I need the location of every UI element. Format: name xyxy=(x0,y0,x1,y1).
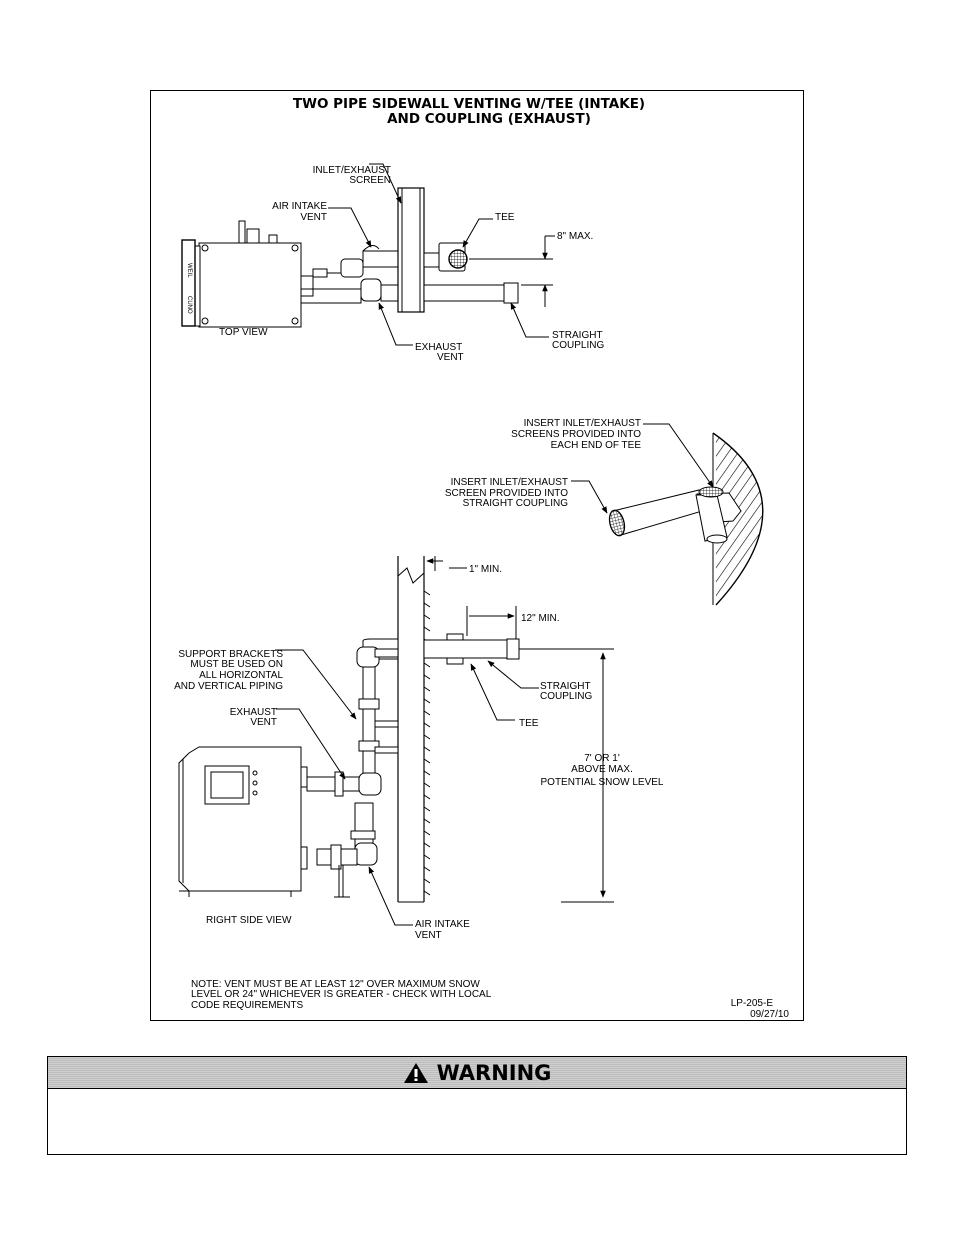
top-view-drawing: WEIL CUNO xyxy=(181,163,555,346)
label-tee-top: TEE xyxy=(495,212,515,223)
label-side-exhaust-vent-1: EXHAUST xyxy=(230,707,277,718)
label-tee-screens-3: EACH END OF TEE xyxy=(551,440,642,451)
diagram-title-line1: TWO PIPE SIDEWALL VENTING W/TEE (INTAKE) xyxy=(293,96,645,112)
label-side-exhaust-vent-2: VENT xyxy=(250,717,277,728)
label-side-air-intake-vent-1: AIR INTAKE xyxy=(415,919,470,930)
label-side-air-intake-vent-2: VENT xyxy=(415,930,442,941)
label-tee-screens-2: SCREENS PROVIDED INTO xyxy=(511,429,641,440)
label-side-tee: TEE xyxy=(519,718,539,729)
label-side-straight-coupling-1: STRAIGHT xyxy=(540,681,591,692)
note-line-2: LEVEL OR 24" WHICHEVER IS GREATER - CHEC… xyxy=(191,989,492,1000)
warning-box: WARNING xyxy=(47,1056,907,1155)
label-exhaust-vent-1: EXHAUST xyxy=(415,342,462,353)
detail-perspective-drawing xyxy=(571,423,764,606)
label-8-max: 8" MAX. xyxy=(557,231,593,242)
label-right-side-view: RIGHT SIDE VIEW xyxy=(206,915,292,926)
label-side-straight-coupling-2: COUPLING xyxy=(540,691,592,702)
warning-body xyxy=(48,1089,906,1154)
label-12-min: 12" MIN. xyxy=(521,613,560,624)
note-line-1: NOTE: VENT MUST BE AT LEAST 12" OVER MAX… xyxy=(191,979,480,990)
label-air-intake-vent-2: VENT xyxy=(300,212,327,223)
warning-triangle-icon xyxy=(403,1062,428,1083)
label-inlet-exhaust-screen-1: INLET/EXHAUST xyxy=(313,165,391,176)
label-1-min: 1" MIN. xyxy=(469,564,502,575)
label-air-intake-vent-1: AIR INTAKE xyxy=(272,201,327,212)
label-support-brackets-3: ALL HORIZONTAL xyxy=(199,670,283,681)
label-straight-coupling-1: STRAIGHT xyxy=(552,330,603,341)
label-coupling-screen-2: SCREEN PROVIDED INTO xyxy=(445,488,568,499)
label-straight-coupling-2: COUPLING xyxy=(552,340,604,351)
label-coupling-screen-3: STRAIGHT COUPLING xyxy=(463,498,569,509)
venting-diagram-frame: TWO PIPE SIDEWALL VENTING W/TEE (INTAKE)… xyxy=(150,90,804,1021)
label-inlet-exhaust-screen-2: SCREEN xyxy=(349,175,391,186)
svg-text:CUNO: CUNO xyxy=(186,296,192,314)
label-exhaust-vent-2: VENT xyxy=(437,352,464,363)
document-code: LP-205-E xyxy=(731,998,774,1009)
label-support-brackets-1: SUPPORT BRACKETS xyxy=(178,649,283,660)
warning-header: WARNING xyxy=(48,1057,906,1089)
label-support-brackets-4: AND VERTICAL PIPING xyxy=(174,681,283,692)
svg-text:WEIL: WEIL xyxy=(186,263,192,278)
label-snow-level-2: ABOVE MAX. xyxy=(571,764,633,775)
venting-diagram: TWO PIPE SIDEWALL VENTING W/TEE (INTAKE)… xyxy=(174,96,789,1020)
label-top-view: TOP VIEW xyxy=(219,327,268,338)
warning-title: WARNING xyxy=(436,1060,552,1085)
label-tee-screens-1: INSERT INLET/EXHAUST xyxy=(524,418,641,429)
label-snow-level-1: 7' OR 1' xyxy=(584,753,620,764)
label-snow-level-3: POTENTIAL SNOW LEVEL xyxy=(541,777,664,788)
document-date: 09/27/10 xyxy=(750,1009,789,1020)
label-support-brackets-2: MUST BE USED ON xyxy=(190,659,283,670)
side-view-drawing xyxy=(178,556,614,926)
diagram-title-line2: AND COUPLING (EXHAUST) xyxy=(387,111,591,127)
label-coupling-screen-1: INSERT INLET/EXHAUST xyxy=(451,477,568,488)
note-line-3: CODE REQUIREMENTS xyxy=(191,1000,304,1011)
